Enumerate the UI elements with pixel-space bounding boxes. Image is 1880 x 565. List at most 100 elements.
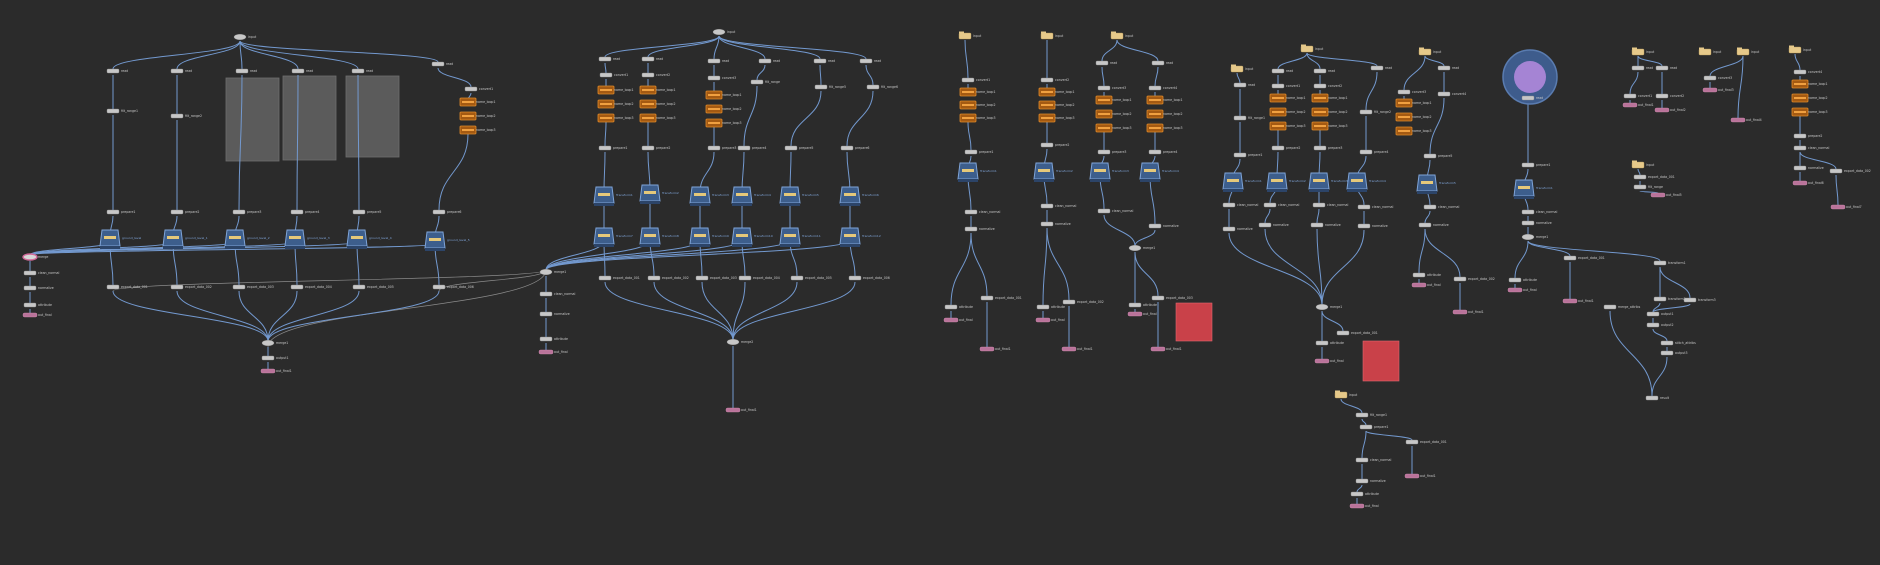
network-node[interactable]: filt_range2 (170, 113, 202, 119)
network-node[interactable]: export_data_005 (352, 284, 394, 290)
node-body[interactable] (1271, 83, 1285, 89)
network-node[interactable]: name_loop2 (959, 100, 995, 110)
network-node[interactable]: Transform1 (1513, 179, 1553, 199)
network-node[interactable]: filt_range (1633, 184, 1663, 190)
node-body[interactable] (758, 58, 772, 64)
network-node[interactable]: normalize (23, 285, 54, 291)
network-node[interactable]: attribute (539, 336, 568, 342)
connection-wire[interactable] (1340, 398, 1363, 414)
network-node[interactable]: Transform5 (1416, 174, 1456, 194)
network-node[interactable]: convert3 (707, 75, 736, 81)
connection-wire[interactable] (1134, 251, 1159, 297)
connection-wire[interactable] (112, 290, 269, 342)
network-node[interactable]: merge1 (1521, 233, 1548, 240)
node-body[interactable] (1336, 330, 1350, 336)
connection-wire[interactable] (1356, 484, 1363, 493)
network-node[interactable]: convert2 (1313, 83, 1342, 89)
network-node[interactable]: out_final (22, 312, 52, 318)
network-node[interactable]: export_data_001 (106, 284, 148, 290)
connection-wire[interactable] (732, 281, 856, 341)
node-body[interactable] (1271, 145, 1285, 151)
connection-wire[interactable] (1637, 55, 1663, 67)
node-body[interactable] (641, 72, 655, 78)
network-node[interactable]: normalize (1355, 478, 1386, 484)
node-body[interactable] (1148, 223, 1162, 229)
node-body[interactable] (1405, 439, 1419, 445)
node-body[interactable] (695, 275, 709, 281)
network-node[interactable]: normalize (964, 226, 995, 232)
connection-wire[interactable] (604, 121, 607, 147)
network-node[interactable]: transform3 (1683, 297, 1716, 303)
network-node[interactable]: normalize (1357, 223, 1388, 229)
network-node[interactable]: out_final5 (1650, 192, 1682, 198)
network-node[interactable]: export_data_002 (1453, 276, 1495, 282)
output-node-body[interactable] (1061, 346, 1077, 352)
network-node[interactable]: out_final (538, 349, 568, 355)
node-body[interactable] (647, 275, 661, 281)
node-body[interactable] (170, 284, 184, 290)
node-body[interactable] (1359, 109, 1373, 115)
connection-wire[interactable] (545, 239, 851, 271)
node-body[interactable] (1095, 60, 1109, 66)
network-node[interactable]: read (351, 68, 373, 74)
node-body[interactable] (1355, 478, 1369, 484)
node-body[interactable] (641, 56, 655, 62)
network-node[interactable]: prepare4 (1359, 149, 1388, 155)
network-node[interactable]: merge1 (261, 340, 288, 347)
connection-wire[interactable] (1316, 208, 1320, 224)
network-node[interactable]: read (1370, 65, 1392, 71)
node-body[interactable] (1646, 311, 1660, 317)
connection-wire[interactable] (1418, 228, 1426, 274)
folder-icon[interactable] (1698, 48, 1712, 56)
network-node[interactable]: Transform5 (779, 186, 819, 206)
output-node-body[interactable] (1507, 287, 1523, 293)
node-body[interactable] (1793, 145, 1807, 151)
node-body[interactable] (1040, 77, 1054, 83)
node-body[interactable] (1453, 276, 1467, 282)
connection-wire[interactable] (1134, 229, 1156, 247)
network-node[interactable]: out_final (1127, 311, 1157, 317)
node-body[interactable] (232, 284, 246, 290)
network-node[interactable]: name_loop2 (639, 99, 675, 109)
network-node[interactable]: name_loop1 (639, 85, 675, 95)
output-node-body[interactable] (1792, 180, 1808, 186)
node-body[interactable] (598, 56, 612, 62)
connection-wire[interactable] (1101, 66, 1105, 87)
network-node[interactable]: input (1736, 47, 1760, 56)
network-node[interactable]: Transform9 (689, 227, 729, 247)
network-node[interactable]: prepare6 (840, 145, 869, 151)
connection-wire[interactable] (1365, 430, 1413, 441)
network-node[interactable]: out_final1 (1061, 346, 1093, 352)
network-node[interactable]: export_data_004 (290, 284, 332, 290)
connection-wire[interactable] (604, 281, 734, 341)
connection-wire[interactable] (545, 239, 791, 271)
network-node[interactable]: name_loop3 (1311, 121, 1347, 131)
node-body[interactable] (23, 285, 37, 291)
connection-wire[interactable] (964, 39, 969, 79)
network-node[interactable]: out_final (943, 317, 973, 323)
network-node[interactable]: name_loop1 (1395, 98, 1431, 108)
network-node[interactable]: input (1334, 390, 1358, 399)
network-node[interactable]: read (106, 68, 128, 74)
connection-wire[interactable] (1116, 39, 1159, 62)
network-node[interactable]: read (641, 56, 663, 62)
network-node[interactable]: merge2 (726, 339, 753, 346)
network-node[interactable]: clean_normal (1222, 202, 1258, 208)
node-body[interactable] (1151, 295, 1165, 301)
network-node[interactable]: name_loop2 (1791, 93, 1827, 103)
node-body[interactable] (1233, 115, 1247, 121)
connection-wire[interactable] (1321, 310, 1344, 332)
connection-wire[interactable] (732, 281, 746, 341)
network-node[interactable]: read (813, 58, 835, 64)
connection-wire[interactable] (1101, 39, 1118, 62)
network-node[interactable]: name_loop2 (1038, 100, 1074, 110)
network-node[interactable]: input (712, 29, 736, 36)
node-body[interactable] (1655, 93, 1669, 99)
network-node[interactable]: Transform11 (779, 227, 821, 247)
network-node[interactable]: name_loop3 (1791, 107, 1827, 117)
connection-wire[interactable] (239, 40, 359, 70)
network-node[interactable]: prepare2 (1040, 142, 1069, 148)
network-node[interactable]: name_loop3 (1038, 113, 1074, 123)
node-body[interactable] (351, 68, 365, 74)
network-node[interactable]: input (1698, 47, 1722, 56)
